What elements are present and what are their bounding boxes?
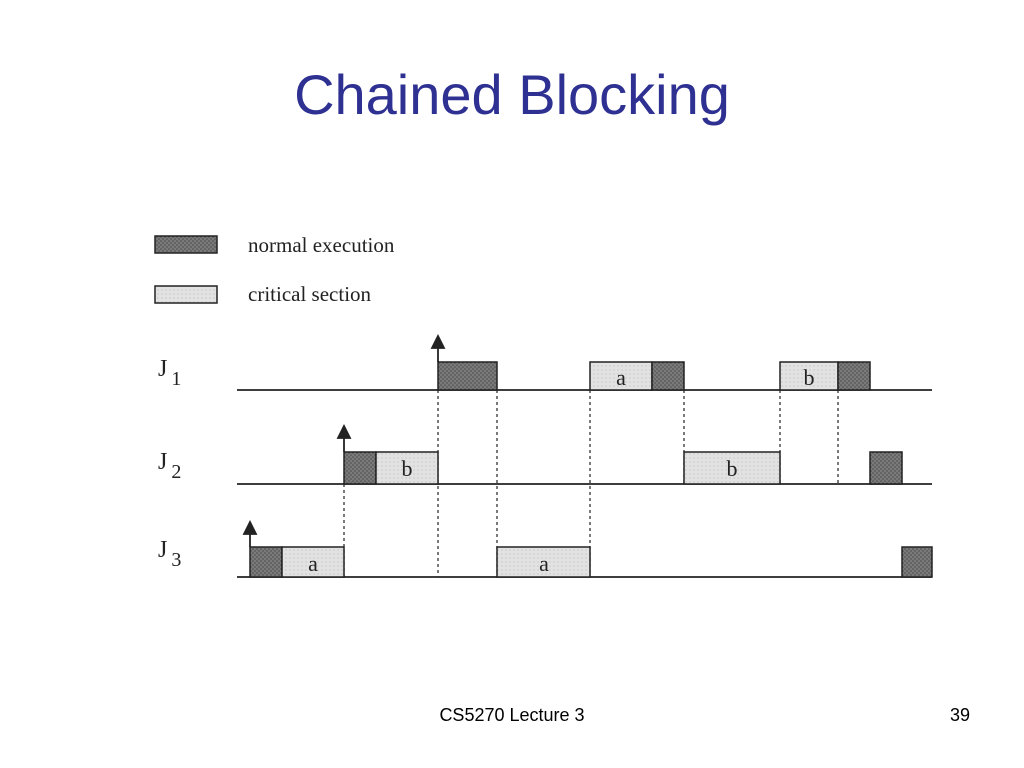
slide-title: Chained Blocking xyxy=(294,63,730,126)
legend-critical-label: critical section xyxy=(248,282,372,306)
slide-footer: CS5270 Lecture 3 xyxy=(439,705,585,725)
page-number: 39 xyxy=(949,705,970,725)
release-arrow-j3 xyxy=(242,519,258,547)
j2-critical-b-block-2 xyxy=(683,451,781,485)
legend-normal-label: normal execution xyxy=(248,233,395,257)
legend-normal-swatch xyxy=(154,235,218,254)
j2-critical-b-block xyxy=(375,451,439,485)
j2-block-label-b: b xyxy=(402,456,413,481)
j1-normal-block-3 xyxy=(837,361,871,391)
j2-normal-block-end xyxy=(869,451,903,485)
j3-critical-a-block-2 xyxy=(496,546,591,578)
j2-normal-block xyxy=(343,451,377,485)
j3-normal-block xyxy=(249,546,283,578)
j1-block-label-b: b xyxy=(804,365,815,390)
j3-critical-a-block xyxy=(281,546,345,578)
j1-critical-a-block xyxy=(589,361,653,391)
release-arrow-j1 xyxy=(430,333,446,362)
legend-critical-swatch xyxy=(154,285,218,304)
release-arrow-j2 xyxy=(336,423,352,452)
j3-normal-block-end xyxy=(901,546,933,578)
j1-normal-block xyxy=(437,361,498,391)
j3-block-label-a: a xyxy=(308,551,318,576)
j1-normal-block-2 xyxy=(651,361,685,391)
j2-block-label-b-2: b xyxy=(727,456,738,481)
j1-block-label-a: a xyxy=(616,365,626,390)
j3-block-label-a-2: a xyxy=(539,551,549,576)
j1-critical-b-block xyxy=(779,361,839,391)
